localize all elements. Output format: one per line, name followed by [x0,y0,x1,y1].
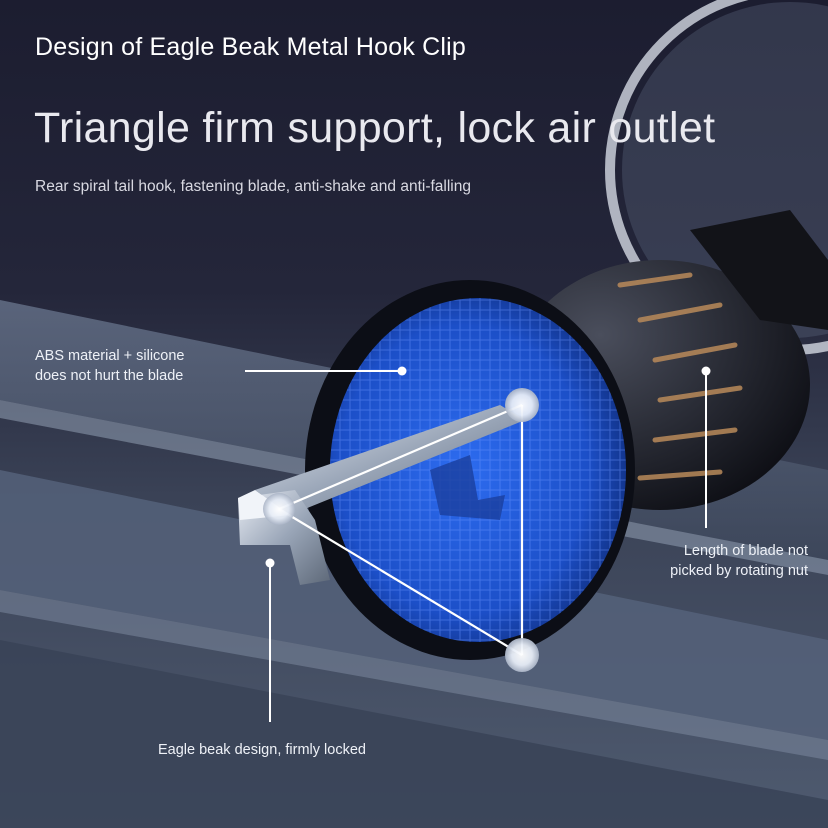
triangle-support-lines [278,403,524,656]
blue-grip-disc-icon [305,280,635,660]
callout-dot-blade [701,366,711,376]
callout-blade-length: Length of blade not picked by rotating n… [670,543,808,579]
callout-material: ABS material + silicone does not hurt th… [35,348,185,384]
callout-dot-eagle [265,558,275,568]
callout-leaders [245,370,707,722]
headline: Design of Eagle Beak Metal Hook Clip [35,33,467,61]
support-point-top [505,388,539,422]
callout-eagle-beak: Eagle beak design, firmly locked [158,742,366,758]
subtitle: Rear spiral tail hook, fastening blade, … [35,178,471,195]
support-point-hook [263,493,295,525]
page-title: Triangle firm support, lock air outlet [34,104,716,152]
callout-dot-material [397,366,407,376]
support-point-bottom [505,638,539,672]
